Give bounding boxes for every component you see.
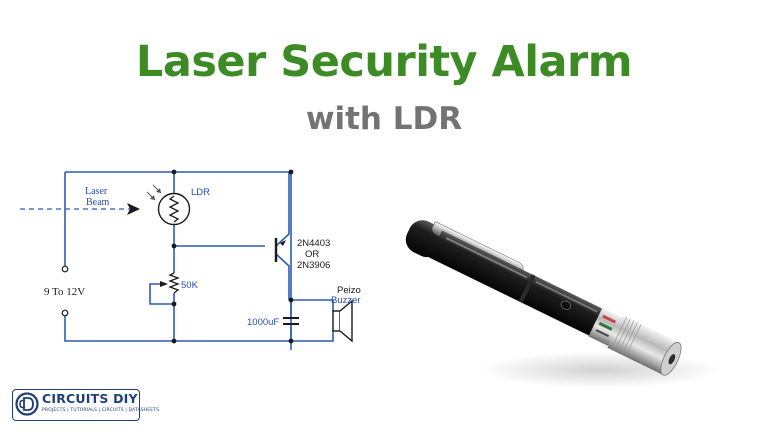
ldr-symbol bbox=[146, 184, 191, 226]
wire-transistor-emitter bbox=[275, 172, 290, 247]
brand-tagline: PROJECTS | TUTORIALS | CIRCUITS | DATASH… bbox=[42, 408, 160, 413]
junction-dot bbox=[288, 169, 294, 175]
ldr-label: LDR bbox=[191, 187, 210, 198]
pointer-metal-head bbox=[607, 315, 679, 375]
laser-pointer-image bbox=[405, 220, 720, 388]
wire-ldr-bottom bbox=[173, 224, 265, 247]
capacitor-label: 1000uF bbox=[247, 317, 279, 328]
junction-dot bbox=[288, 297, 294, 303]
supply-terminal-negative bbox=[61, 309, 69, 317]
supply-label: 9 To 12V bbox=[44, 286, 85, 298]
buzzer-symbol bbox=[332, 299, 353, 343]
transistor-label-line1: 2N4403 bbox=[297, 238, 330, 249]
pointer-shadow bbox=[480, 352, 720, 388]
potentiometer-symbol bbox=[160, 272, 180, 294]
wire-pot-wiper bbox=[149, 283, 174, 305]
capacitor-symbol bbox=[283, 317, 299, 325]
transistor-label-line2: OR bbox=[305, 249, 319, 260]
buzzer-label-line2: Buzzer bbox=[331, 295, 361, 306]
wire-transistor-collector bbox=[275, 253, 290, 300]
pointer-body bbox=[428, 230, 604, 337]
transistor-emitter-arrow bbox=[280, 240, 286, 246]
circuits-diy-logo-icon bbox=[15, 392, 39, 416]
junction-dot bbox=[288, 338, 294, 344]
pointer-lens bbox=[668, 354, 676, 365]
page-subtitle: with LDR bbox=[305, 101, 463, 137]
wire-buzzer-bottom bbox=[291, 330, 334, 342]
junction-dot bbox=[171, 243, 177, 249]
junction-dot bbox=[171, 338, 177, 344]
brand-name: CIRCUITS DIY bbox=[42, 391, 138, 406]
pointer-button bbox=[560, 300, 572, 310]
junction-dot bbox=[171, 169, 177, 175]
wire-buzzer-top bbox=[291, 299, 334, 312]
junction-dot bbox=[171, 301, 177, 307]
transistor-label-line3: 2N3906 bbox=[297, 260, 330, 271]
wire-left-lower bbox=[64, 315, 291, 342]
circuits-diy-logo[interactable]: CIRCUITS DIY PROJECTS | TUTORIALS | CIRC… bbox=[12, 389, 159, 421]
potentiometer-label: 50K bbox=[181, 280, 199, 291]
page-title: Laser Security Alarm bbox=[135, 37, 633, 87]
supply-terminal-positive bbox=[61, 265, 69, 273]
pointer-ring bbox=[518, 274, 536, 304]
laser-beam-arrow bbox=[127, 203, 140, 215]
laser-beam-label-line1: Laser bbox=[85, 186, 108, 197]
buzzer-label-line1: Peizo bbox=[337, 285, 361, 296]
laser-beam-label-line2: Beam bbox=[86, 197, 110, 208]
circuit-schematic: Laser Beam 9 To 12V LDR 2N4403 OR 2N3906… bbox=[20, 169, 361, 350]
